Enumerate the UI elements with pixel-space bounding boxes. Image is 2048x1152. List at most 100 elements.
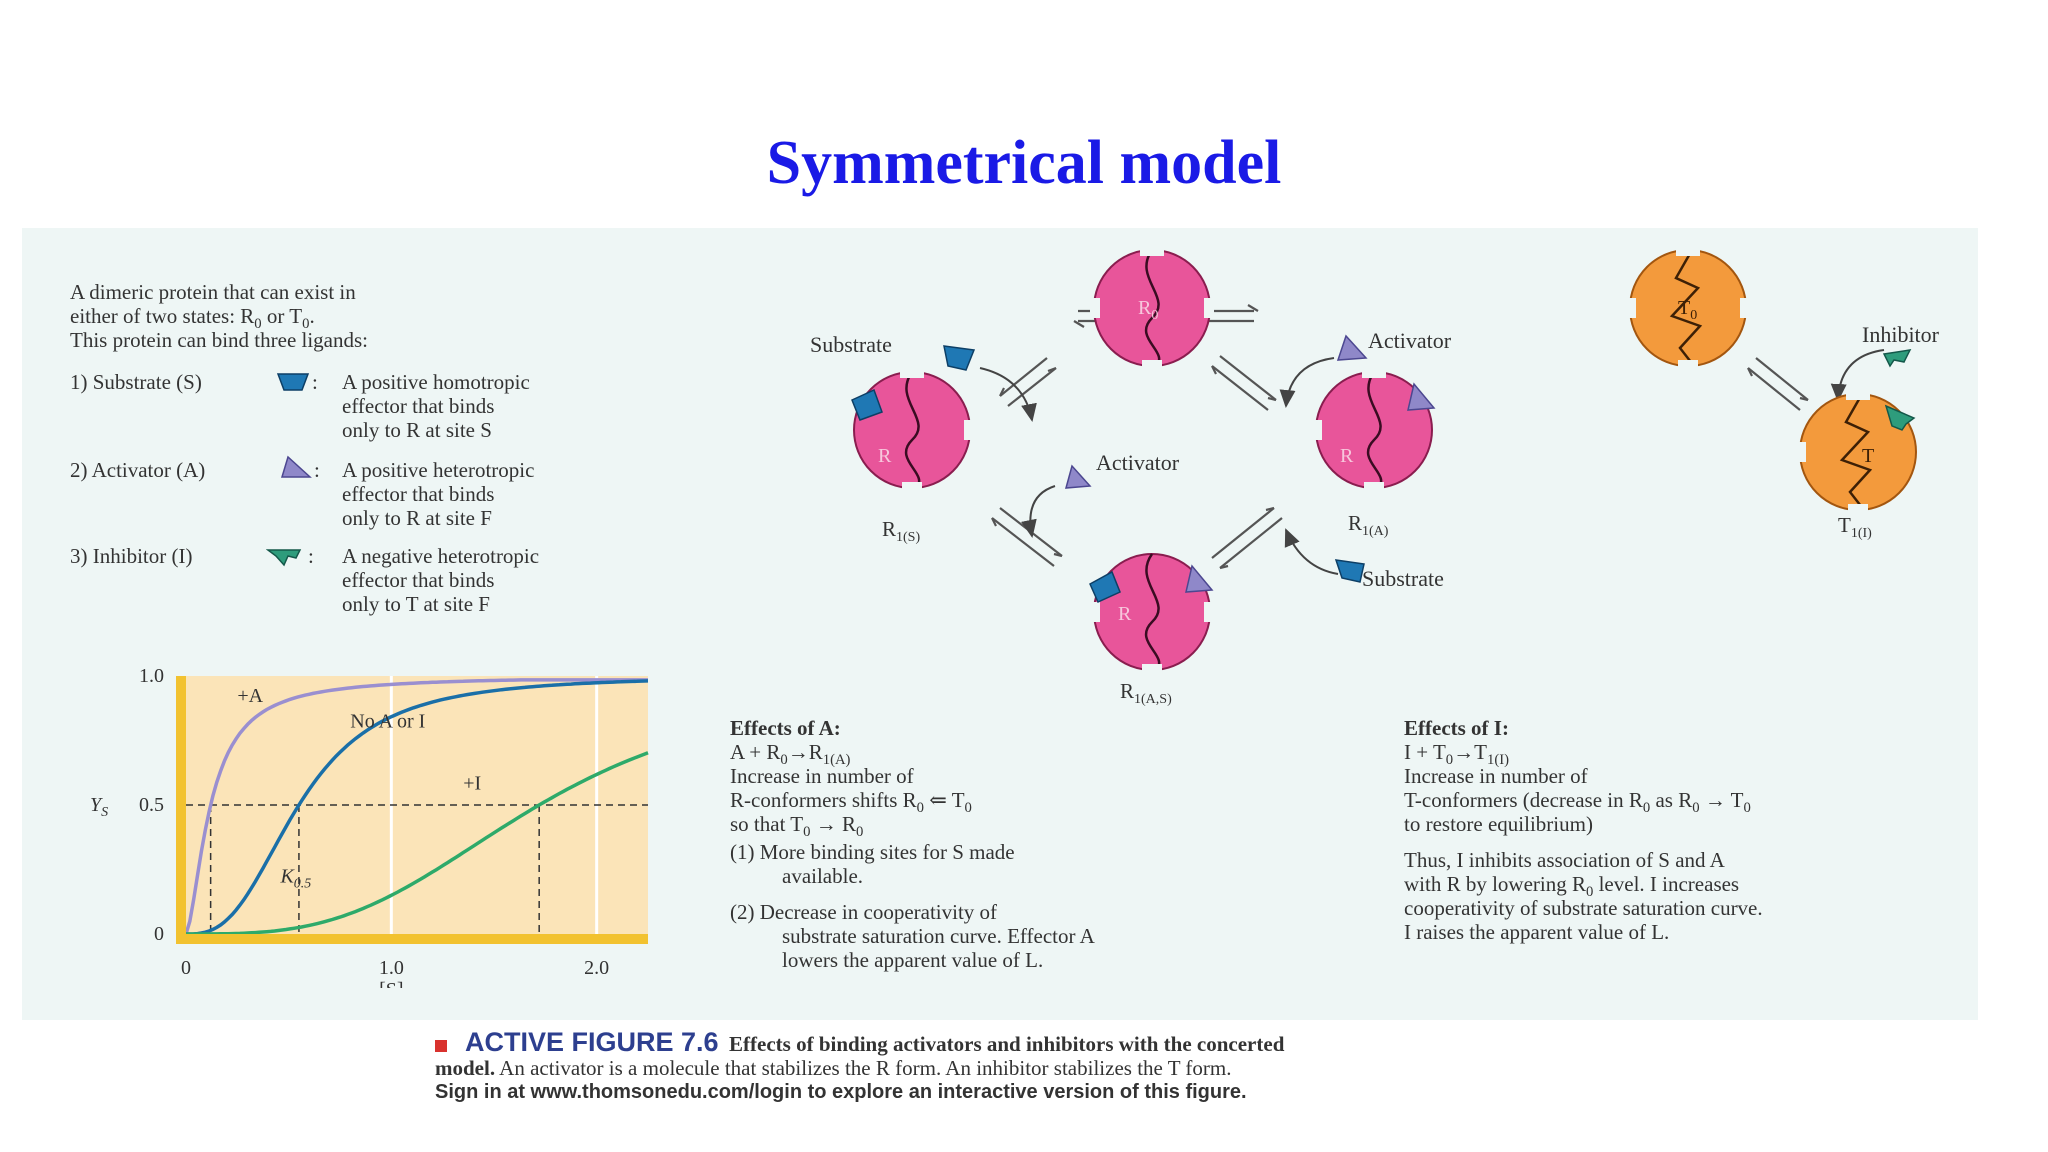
r1a-label: R1(A) <box>1348 511 1389 539</box>
chart-series <box>184 678 649 936</box>
effects-a-point-2b: substrate saturation curve. Effector A <box>782 924 1095 948</box>
r0-letter: R0 <box>1138 297 1158 323</box>
chart-series-line-1 <box>186 679 649 936</box>
ligand-desc-inhibitor-3: only to T at site F <box>342 592 490 616</box>
r1s-letter: R <box>878 445 892 467</box>
effects-a-equation: A + R0→R1(A) <box>730 740 851 769</box>
ligand-desc-activator-1: A positive heterotropic <box>342 458 535 482</box>
chart-x-tick-2: 2.0 <box>584 957 609 979</box>
effects-i-para-1: Thus, I inhibits association of S and A <box>1404 848 1725 872</box>
ligand-desc-substrate-1: A positive homotropic <box>342 370 530 394</box>
r1as-label: R1(A,S) <box>1120 679 1172 707</box>
protein-t0 <box>1626 246 1750 370</box>
caption-signin-link[interactable]: Sign in at www.thomsonedu.com/login to e… <box>435 1081 1247 1103</box>
effects-a-line-1: Increase in number of <box>730 764 914 788</box>
effects-a-line-2: R-conformers shifts R0 ⇐ T0 <box>730 788 972 817</box>
slide-title: Symmetrical model <box>766 129 1282 197</box>
protein-r1a <box>1312 368 1436 492</box>
ligand-desc-activator-3: only to R at site F <box>342 506 492 530</box>
ligand-desc-inhibitor-1: A negative heterotropic <box>342 544 540 568</box>
chart-x-axis <box>176 934 648 944</box>
ligand-label-activator: 2) Activator (A) <box>70 458 206 482</box>
caption-bold-1: Effects of binding activators and inhibi… <box>729 1032 1285 1056</box>
description-line-1: A dimeric protein that can exist in <box>70 280 356 304</box>
saturation-chart: 01.02.000.51.0 +ANo A or I+IK0.5[S]YS <box>90 665 649 988</box>
inhibitor-icon <box>266 549 302 567</box>
activator-icon <box>280 455 312 478</box>
chart-series-label-0: +A <box>237 685 263 707</box>
caption-line-2: model. An activator is a molecule that s… <box>435 1056 1735 1080</box>
figure-panel: A dimeric protein that can exist in eith… <box>22 228 1978 1020</box>
substrate-icon <box>276 373 310 391</box>
activator-ligand-1 <box>1336 334 1368 361</box>
ligand-desc-substrate-2: effector that binds <box>342 394 495 418</box>
effects-i-line-1: Increase in number of <box>1404 764 1588 788</box>
protein-t1i <box>1796 390 1917 514</box>
effects-a-point-1a: (1) More binding sites for S made <box>730 840 1015 864</box>
effects-i-line-2: T-conformers (decrease in R0 as R0 → T0 <box>1404 788 1751 817</box>
activator-ligand-2 <box>1064 464 1092 489</box>
ligand-desc-substrate-3: only to R at site S <box>342 418 492 442</box>
t1i-label: T1(I) <box>1838 513 1872 541</box>
description-line-2: either of two states: R0 or T0. <box>70 304 315 333</box>
chart-x-tick-0: 0 <box>181 957 191 979</box>
chart-series-label-1: No A or I <box>350 711 425 733</box>
t0-letter: T0 <box>1678 297 1697 323</box>
chart-series-label-2: +I <box>463 773 481 795</box>
caption-text: An activator is a molecule that stabiliz… <box>495 1056 1232 1080</box>
effects-i-para-4: I raises the apparent value of L. <box>1404 920 1670 944</box>
chart-y-tick-2: 1.0 <box>139 665 164 687</box>
chart-reference-lines <box>186 804 648 934</box>
effects-a-point-2c: lowers the apparent value of L. <box>782 948 1044 972</box>
effects-a-point-2a: (2) Decrease in cooperativity of <box>730 900 998 924</box>
ligand-desc-activator-2: effector that binds <box>342 482 495 506</box>
caption-bullet <box>435 1040 447 1053</box>
figure-tag: ACTIVE FIGURE 7.6 <box>465 1027 719 1057</box>
r1a-letter: R <box>1340 445 1354 467</box>
effects-a-heading: Effects of A: <box>730 716 841 740</box>
chart-series-line-2 <box>186 751 649 936</box>
ligand-colon: : <box>312 370 318 394</box>
caption-line-1: ACTIVE FIGURE 7.6 Effects of binding act… <box>435 1027 1735 1057</box>
r1s-label: R1(S) <box>882 517 920 545</box>
chart-y-axis-label: YS <box>90 794 108 820</box>
figure-caption: ACTIVE FIGURE 7.6 Effects of binding act… <box>435 1027 1735 1104</box>
substrate-label-2: Substrate <box>1362 566 1444 591</box>
chart-y-tick-1: 0.5 <box>139 794 164 816</box>
effects-a-point-1b: available. <box>782 864 864 888</box>
effects-a-line-3: so that T0 → R0 <box>730 812 864 841</box>
ligand-desc-inhibitor-2: effector that binds <box>342 568 495 592</box>
substrate-ligand-2 <box>1334 559 1365 583</box>
chart-ticks: 0 1.0 2.0 0 0.5 1.0 <box>139 665 609 979</box>
caption-bold-2: model. <box>435 1056 496 1080</box>
binding-arrows <box>979 349 1885 575</box>
chart-x-tick-1: 1.0 <box>379 957 404 979</box>
chart-series-line-0 <box>184 678 648 935</box>
r1as-letter: R <box>1118 603 1132 625</box>
ligand-label-substrate: 1) Substrate (S) <box>70 370 202 394</box>
protein-r1as <box>1089 553 1214 674</box>
protein-r1s <box>851 368 974 492</box>
chart-y-axis <box>176 676 186 942</box>
substrate-label-1: Substrate <box>810 332 892 357</box>
effects-i-line-3: to restore equilibrium) <box>1404 812 1593 836</box>
ligand-label-inhibitor: 3) Inhibitor (I) <box>70 544 193 568</box>
chart-plot-area <box>186 676 648 938</box>
inhibitor-ligand <box>1882 349 1912 368</box>
t1i-letter: T <box>1862 445 1874 467</box>
reaction-scheme: R0 T0 R R R T R1(S) R1(A) R1(A,S) T1(I) … <box>810 246 1940 707</box>
effects-i-para-3: cooperativity of substrate saturation cu… <box>1404 896 1763 920</box>
ligand-colon: : <box>308 544 314 568</box>
ligand-colon: : <box>314 458 320 482</box>
chart-y-tick-0: 0 <box>154 923 164 945</box>
activator-label-1: Activator <box>1368 328 1452 353</box>
chart-x-axis-label: [S] <box>379 979 403 988</box>
effects-i-heading: Effects of I: <box>1404 716 1509 740</box>
protein-r0 <box>1090 246 1214 370</box>
substrate-ligand-1 <box>943 345 976 371</box>
activator-label-2: Activator <box>1096 450 1180 475</box>
description-line-3: This protein can bind three ligands: <box>70 328 369 352</box>
effects-i-para-2: with R by lowering R0 level. I increases <box>1404 872 1740 901</box>
inhibitor-label: Inhibitor <box>1862 322 1940 347</box>
effects-i-equation: I + T0→T1(I) <box>1404 740 1509 769</box>
